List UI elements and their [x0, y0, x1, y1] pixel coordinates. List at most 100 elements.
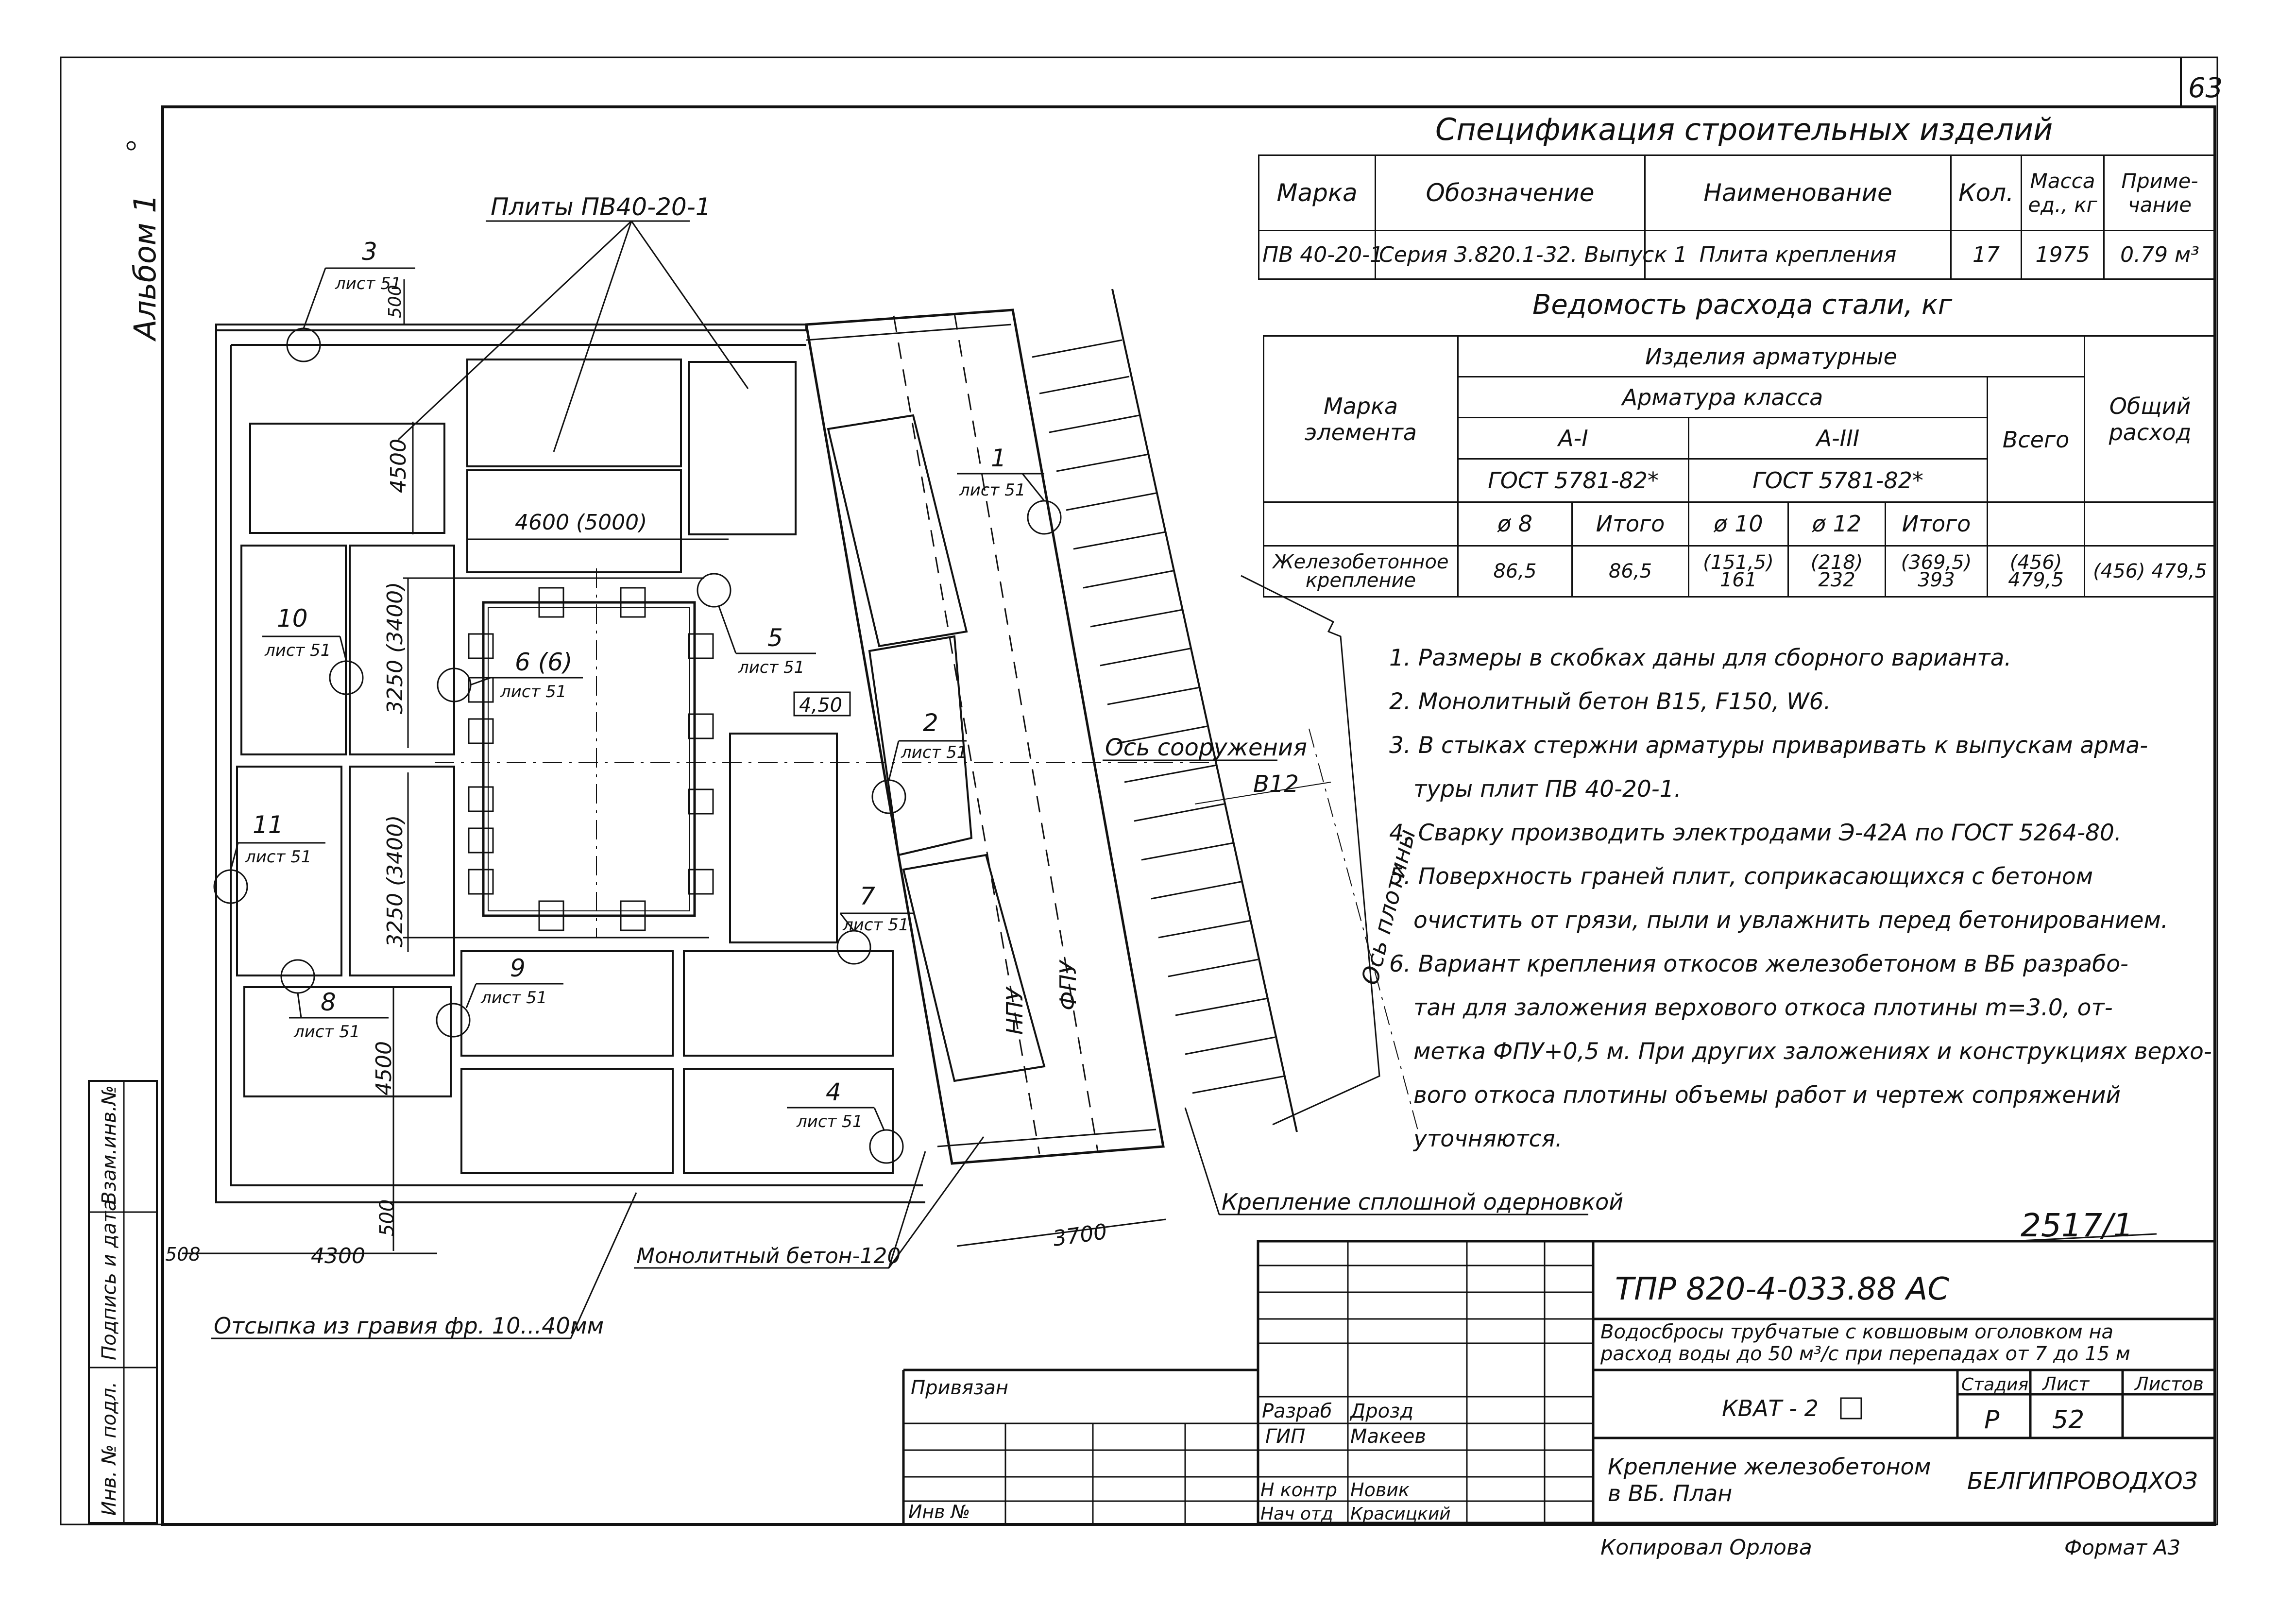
spec-cell-qty: 17 — [1950, 230, 2022, 280]
steel-h-blank3 — [2084, 501, 2217, 547]
steel-h-blank — [1263, 501, 1459, 547]
album-label: Альбом 1 — [127, 194, 163, 342]
spec-h-mark: Марка — [1258, 154, 1376, 231]
steel-h-itogo1: Итого — [1571, 501, 1689, 547]
role-gip: ГИП — [1265, 1425, 1305, 1448]
solid-cover-label: Крепление сплошной одерновкой — [1222, 1189, 1623, 1215]
doc-code: ТПР 820-4-033.88 АС — [1615, 1271, 1949, 1307]
steel-table: Марка элемента Изделия арматурные Общий … — [1263, 335, 2217, 598]
callout-2-num: 2 — [923, 709, 938, 737]
note-2: 2. Монолитный бетон В15, F150, W6. — [1389, 688, 1831, 715]
steel-h-d8: ø 8 — [1457, 501, 1573, 547]
plates-label: Плиты ПВ40-20-1 — [491, 193, 711, 221]
sheet-frame — [161, 105, 2216, 1526]
spec-h-mass: Масса ед., кг — [2021, 154, 2105, 231]
role-nachotd: Нач отд — [1260, 1504, 1333, 1524]
sheet-name-line-2: в ВБ. План — [1608, 1480, 1732, 1506]
steel-row-d8: 86,5 — [1457, 545, 1573, 598]
spec-cell-note: 0.79 м³ — [2103, 230, 2216, 280]
dim-3700: 3700 — [1051, 1219, 1108, 1251]
steel-h-gost1: ГОСТ 5781-82* — [1457, 458, 1689, 503]
steel-h-a1: А-I — [1457, 417, 1689, 460]
spec-h-note: Приме-чание — [2103, 154, 2216, 231]
note-6d: вого откоса плотины объемы работ и черте… — [1413, 1082, 2121, 1109]
slab — [249, 423, 445, 534]
dim-508: 508 — [165, 1244, 201, 1265]
callout-5-num: 5 — [767, 624, 783, 652]
dim-4500-top: 4500 — [386, 439, 411, 493]
spec-table-title: Спецификация строительных изделий — [1435, 112, 2053, 147]
note-6b: тан для заложения верхового откоса плоти… — [1413, 994, 2113, 1021]
signature-date-label: Подпись и дата — [98, 1199, 120, 1360]
spec-table: Марка Обозначение Наименование Кол. Масс… — [1258, 154, 2216, 280]
callout-6-num: 6 (6) — [515, 648, 573, 676]
spec-h-qty: Кол. — [1950, 154, 2022, 231]
dim-4500-bot: 4500 — [372, 1041, 396, 1095]
steel-row-mark: Железобетонное крепление — [1263, 545, 1459, 598]
slab — [349, 545, 455, 755]
shaft-outline — [482, 601, 696, 917]
name-novik: Новик — [1350, 1479, 1410, 1501]
steel-row-d10: (151,5) 161 — [1688, 545, 1789, 598]
callout-10-num: 10 — [277, 604, 308, 633]
slab — [349, 766, 455, 976]
callout-10-sheet: лист 51 — [264, 641, 331, 660]
name-krasitsky: Красицкий — [1350, 1504, 1451, 1524]
inv-no-label: Инв № — [908, 1501, 970, 1522]
note-1: 1. Размеры в скобках даны для сборного в… — [1389, 645, 2012, 671]
dim-3250-a: 3250 (3400) — [383, 582, 408, 714]
slab — [683, 950, 894, 1057]
sheet-name-line-1: Крепление железобетоном — [1608, 1454, 1931, 1480]
slab — [236, 766, 342, 976]
fpu-label: ФПУ — [1055, 959, 1081, 1010]
copied-by: Копировал Орлова — [1600, 1535, 1812, 1560]
dim-500-top: 500 — [385, 285, 405, 318]
role-razrab: Разраб — [1262, 1400, 1332, 1422]
callout-3-num: 3 — [362, 238, 377, 266]
org-name: БЕЛГИПРОВОДХОЗ — [1967, 1468, 2197, 1495]
callout-1-num: 1 — [991, 444, 1006, 472]
inv-podl-label: Инв. № подл. — [98, 1382, 120, 1516]
dim-b12: В12 — [1253, 770, 1299, 798]
steel-row-itogo2: (369,5) 393 — [1885, 545, 1988, 598]
steel-row-itogo1: 86,5 — [1571, 545, 1689, 598]
note-6e: уточняются. — [1413, 1126, 1563, 1152]
role-nkontr: Н контр — [1260, 1479, 1337, 1501]
callout-11-sheet: лист 51 — [245, 847, 311, 867]
note-6c: метка ФПУ+0,5 м. При других заложениях и… — [1413, 1038, 2212, 1065]
dim-500-bot: 500 — [376, 1199, 398, 1236]
callout-4-num: 4 — [826, 1078, 841, 1106]
steel-h-mark: Марка элемента — [1263, 335, 1459, 503]
npu-label: НПУ — [1002, 986, 1028, 1035]
page-number: 63 — [2188, 72, 2223, 104]
spec-h-designation: Обозначение — [1375, 154, 1646, 231]
steel-h-total-all: Общий расход — [2084, 335, 2217, 503]
slab — [729, 733, 838, 943]
steel-row-d12: (218) 232 — [1787, 545, 1886, 598]
dim-4600: 4600 (5000) — [515, 510, 647, 535]
callout-2-sheet: лист 51 — [901, 743, 967, 762]
steel-h-products: Изделия арматурные — [1457, 335, 2086, 378]
callout-1-sheet: лист 51 — [959, 480, 1025, 500]
slab — [688, 361, 797, 535]
callout-6-sheet: лист 51 — [500, 682, 566, 701]
project-line-2: расход воды до 50 м³/с при перепадах от … — [1600, 1343, 2130, 1365]
structure-axis-label: Ось сооружения — [1105, 734, 1307, 761]
spec-cell-designation: Серия 3.820.1-32. Выпуск 1 — [1375, 230, 1687, 280]
name-makeev: Макеев — [1350, 1425, 1426, 1448]
note-3a: 3. В стыках стержни арматуры приваривать… — [1389, 732, 2148, 759]
steel-table-title: Ведомость расхода стали, кг — [1532, 289, 1953, 321]
callout-3-sheet: лист 51 — [335, 274, 401, 293]
steel-h-blank2 — [1986, 501, 2086, 547]
steel-h-class: Арматура класса — [1457, 376, 1988, 419]
slab — [243, 986, 452, 1097]
slab — [683, 1068, 894, 1174]
spec-cell-mass: 1975 — [2021, 230, 2105, 280]
project-line-1: Водосбросы трубчатые с ковшовым оголовко… — [1600, 1321, 2113, 1343]
steel-row-total-all: (456) 479,5 — [2084, 545, 2217, 598]
steel-h-gost2: ГОСТ 5781-82* — [1688, 458, 1988, 503]
privyazan-label: Привязан — [911, 1377, 1008, 1399]
spec-h-name: Наименование — [1644, 154, 1952, 231]
stage-header: Стадия — [1961, 1375, 2028, 1395]
